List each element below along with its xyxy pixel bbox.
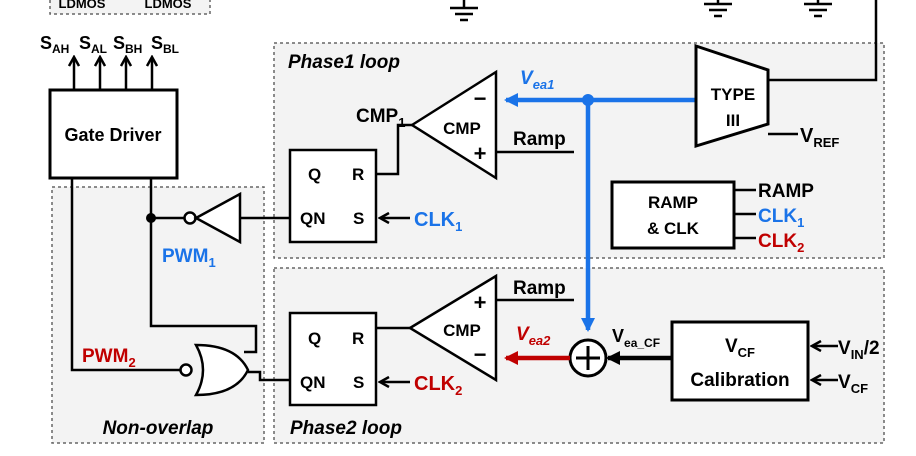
cmp1-to-latch-wire: [376, 123, 412, 176]
feedback-wire: [768, 0, 878, 82]
comparator-1: [409, 69, 498, 181]
ground-icon: [450, 0, 478, 22]
vcf-calibration-line1: VCF: [725, 336, 755, 360]
gate-driver-label: Gate Driver: [64, 125, 161, 145]
non-overlap-title: Non-overlap: [103, 418, 214, 439]
vea1-label: Vea1: [520, 68, 554, 92]
ldmos-label-2: LDMOS: [145, 0, 192, 11]
ground-icon: [704, 0, 732, 18]
type3-label-line2: III: [726, 111, 740, 130]
vin-half-label: VIN/2: [838, 338, 880, 362]
latch1-qn: QN: [300, 209, 326, 228]
cmp1-plus: +: [474, 141, 487, 166]
phase2-loop-title: Phase2 loop: [290, 418, 402, 439]
pwm1-label: PWM1: [162, 246, 216, 270]
switch-label-sah: SAH: [40, 33, 69, 56]
vea-cf-label: Vea_CF: [612, 326, 660, 350]
switch-arrows: [74, 57, 152, 90]
nor-bubble: [179, 363, 193, 377]
vcf-calibration-block: [670, 320, 810, 402]
latch2-r: R: [352, 329, 364, 348]
latch1-r: R: [352, 165, 364, 184]
pwm2-label: PWM2: [82, 346, 136, 370]
cmp2-label: CMP: [443, 321, 481, 340]
ldmos-label-1: LDMOS: [59, 0, 106, 11]
nor-input-wire: [248, 370, 290, 382]
latch2-s: S: [353, 373, 364, 392]
pwm2-wire: [70, 178, 180, 372]
switch-label-sbl: SBL: [151, 33, 179, 56]
comparator-2: [407, 273, 498, 383]
sr-latch-1: [288, 148, 378, 244]
ramp2-label: Ramp: [513, 278, 566, 299]
vcf-calibration-line2: Calibration: [690, 370, 789, 391]
ground-icon: [804, 0, 832, 18]
latch1-q: Q: [308, 165, 321, 184]
cmp1-minus: −: [474, 86, 487, 111]
gate-driver-block: [48, 88, 179, 180]
cmp2-minus: −: [474, 342, 487, 367]
type3-compensator-block: [694, 43, 770, 149]
vea2-label: Vea2: [516, 324, 551, 348]
phase1-loop-title: Phase1 loop: [288, 52, 400, 73]
clk2-out-label: CLK2: [758, 231, 804, 255]
nor-gate: [193, 343, 250, 397]
ramp-clk-label-line2: & CLK: [647, 219, 700, 238]
ramp-out-label: RAMP: [758, 181, 814, 202]
ldmos-box-edge: [49, 0, 211, 15]
ramp1-label: Ramp: [513, 129, 566, 150]
clk1-out-label: CLK1: [758, 206, 804, 230]
vcf-input-label: VCF: [838, 372, 868, 396]
ramp-clk-label-line1: RAMP: [648, 193, 698, 212]
cmp1-output-label: CMP1: [356, 106, 405, 130]
ramp-clk-block: [610, 180, 736, 250]
sr-latch-2: [288, 311, 378, 407]
clk2-input-label: CLK2: [414, 373, 462, 398]
latch1-s: S: [353, 209, 364, 228]
cmp2-plus: +: [474, 290, 487, 315]
switch-label-sbh: SBH: [113, 33, 142, 56]
switch-label-sal: SAL: [79, 33, 107, 56]
type3-label-line1: TYPE: [711, 85, 755, 104]
cmp1-label: CMP: [443, 119, 481, 138]
clk1-input-label: CLK1: [414, 209, 462, 234]
vref-label: VREF: [800, 125, 839, 150]
latch2-q: Q: [308, 329, 321, 348]
latch2-qn: QN: [300, 373, 326, 392]
pwm1-to-nor-wire: [149, 218, 258, 354]
